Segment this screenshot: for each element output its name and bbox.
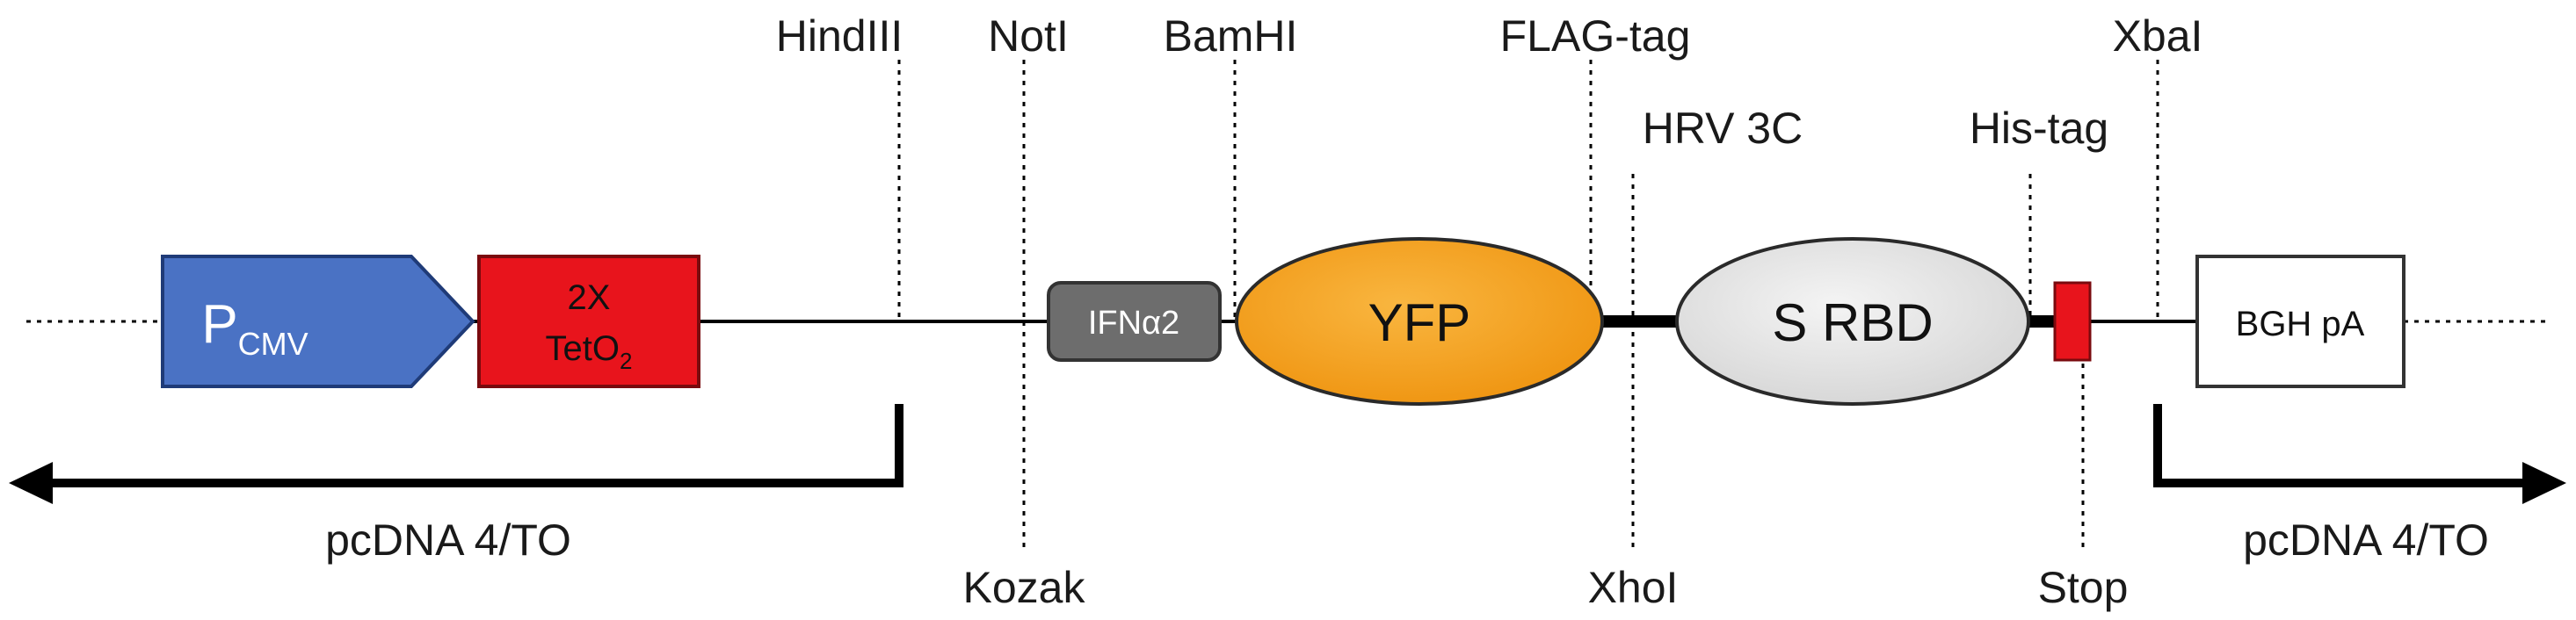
pcmv-subscript: CMV — [238, 326, 308, 362]
bgh-label: BGH pA — [2236, 305, 2365, 343]
yfp-label: YFP — [1368, 293, 1471, 352]
label-bamhi: BamHI — [1164, 11, 1298, 61]
label-noti: NotI — [988, 11, 1069, 61]
label-hindiii: HindIII — [776, 11, 903, 61]
vector-right-arrow — [2153, 404, 2566, 504]
label-flag-tag: FLAG-tag — [1500, 11, 1691, 61]
teto-subscript: 2 — [620, 348, 632, 374]
label-his-tag: His-tag — [1970, 104, 2108, 153]
svg-text:PCMV: PCMV — [201, 294, 308, 362]
label-kozak: Kozak — [963, 563, 1086, 612]
pcmv-promoter: PCMV — [161, 255, 475, 388]
vector-left-arrow — [9, 404, 903, 504]
srbd-label: S RBD — [1772, 293, 1933, 352]
ifna2-label: IFNα2 — [1088, 305, 1179, 342]
label-stop: Stop — [2038, 563, 2129, 612]
bgh-pa-box: BGH pA — [2195, 255, 2405, 388]
his-tag-box — [2053, 281, 2092, 362]
teto-line1: 2X — [568, 278, 611, 317]
label-vector-left: pcDNA 4/TO — [325, 515, 571, 565]
yfp-domain: YFP — [1235, 237, 1604, 406]
label-hrv-3c: HRV 3C — [1643, 104, 1803, 153]
label-xbai: XbaI — [2113, 11, 2203, 61]
svg-text:TetO2: TetO2 — [546, 329, 633, 374]
label-vector-right: pcDNA 4/TO — [2243, 515, 2489, 565]
ifna2-signal-box: IFNα2 — [1047, 281, 1222, 362]
pcmv-label: P — [201, 294, 237, 355]
teto2-operator: 2X TetO2 — [477, 255, 700, 388]
label-xhoi: XhoI — [1588, 563, 1679, 612]
teto-label: TetO — [546, 329, 620, 368]
srbd-domain: S RBD — [1675, 237, 2030, 406]
